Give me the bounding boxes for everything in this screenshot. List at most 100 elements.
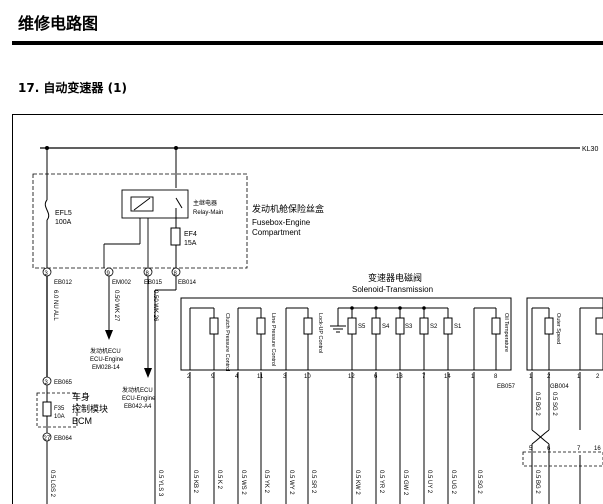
oil-temperature-sensor: Oil Temperature [473,307,509,370]
ecu1-cn: 发动机ECU [90,347,121,355]
svg-text:0.5 UY 2: 0.5 UY 2 [426,470,432,494]
fusebox-boundary [32,173,248,269]
sensor-boundary [526,297,603,371]
svg-text:0.5 GW 2: 0.5 GW 2 [402,470,408,496]
svg-text:Line Pressure Control: Line Pressure Control [270,313,276,366]
svg-text:1: 1 [577,374,581,380]
svg-text:3: 3 [45,271,49,277]
shift-solenoid: S1 [443,308,462,370]
ecu1-code: EM028-14 [92,365,120,371]
connector-label: EB012 [54,280,73,286]
wire-label: 0.5 BG 2 [534,392,540,416]
line-pressure-solenoid: Line Pressure Control [237,307,276,370]
svg-text:9: 9 [211,374,215,380]
clutch-pressure-solenoid: Clutch Pressure Control [189,307,230,371]
svg-text:1: 1 [471,374,475,380]
svg-text:3: 3 [283,374,287,380]
connector-label: EB015 [144,280,163,286]
pin-marker: 3 [42,376,52,386]
solenoid-title-en: Solenoid-Transmission [352,285,433,294]
shift-solenoid: S5 [347,306,366,370]
svg-text:2: 2 [187,374,191,380]
pin-marker: 9 [104,267,114,277]
connector-label: EB065 [54,380,73,386]
bcm-name-cn1: 车身 [72,391,90,402]
svg-text:0.5 WS 2: 0.5 WS 2 [240,470,246,495]
twisted-pair [531,429,550,455]
wire-bundle [189,372,581,504]
relay-boundary [121,189,189,219]
svg-text:Outer Speed: Outer Speed [555,313,561,344]
bcm-fuse-rating: 10A [54,414,65,420]
svg-text:0.5 YK 2: 0.5 YK 2 [263,470,269,494]
pin-label: 6 [547,446,551,452]
bcm-boundary [36,392,78,428]
svg-text:0.5 BG 2: 0.5 BG 2 [534,470,540,494]
shift-solenoid: S2 [419,306,438,370]
solenoid-title-cn: 变速器电磁阀 [368,272,422,283]
relay-label-en: Relay-Main [193,210,223,216]
svg-text:8: 8 [146,271,150,277]
svg-text:0.5 SR 2: 0.5 SR 2 [310,470,316,494]
pin-row: 2 9 4 11 3 10 12 6 13 7 14 1 8 1 2 1 2 [187,374,600,380]
fusebox-name-en2: Compartment [252,228,301,237]
svg-text:S2: S2 [430,324,438,330]
svg-text:0.5 SG 2: 0.5 SG 2 [476,470,482,494]
connector-label: EB014 [178,280,197,286]
wire-label: 6.0 NU ALL [52,290,58,321]
shift-solenoid: S3 [395,306,413,370]
ground-icon [330,308,346,333]
svg-text:0.5 UG 2: 0.5 UG 2 [450,470,456,495]
pin-marker: 8 [143,267,153,277]
relay-label-cn: 主继电器 [193,199,217,207]
header-rule [12,41,603,45]
svg-text:S1: S1 [454,324,462,330]
svg-text:0.5 KW 2: 0.5 KW 2 [354,470,360,495]
ef4-fuse [170,227,181,246]
svg-text:0.5 LGS 2: 0.5 LGS 2 [49,470,55,498]
svg-text:1: 1 [529,374,533,380]
ef4-rating: 15A [184,240,197,247]
svg-text:S3: S3 [405,324,413,330]
ecu2-en: ECU-Engine [122,396,156,402]
connector-label: EB064 [54,436,73,442]
svg-text:Clutch Pressure Control: Clutch Pressure Control [224,313,230,371]
ecu1-en: ECU-Engine [90,357,124,363]
pin-marker: 8 [171,267,181,277]
fusebox-name-en1: Fusebox-Engine [252,218,311,227]
svg-text:0.5 YLS 3: 0.5 YLS 3 [157,470,163,497]
connector-boundary [522,451,603,467]
arrow-to-ecu [105,330,113,340]
pin-label: 7 [577,446,581,452]
svg-text:11: 11 [257,374,264,380]
svg-text:S4: S4 [382,324,390,330]
svg-text:0.5 YR 2: 0.5 YR 2 [378,470,384,494]
svg-text:Oil Temperature: Oil Temperature [503,313,509,352]
arrow-to-ecu [144,368,152,378]
wire-label: 0.5 SG 2 [551,392,557,416]
pin-marker: 27 [42,432,52,442]
svg-text:0.5 WY 2: 0.5 WY 2 [288,470,294,495]
diagram-frame [12,114,603,504]
bcm-name-cn2: 控制模块 [72,403,108,414]
connector-label: EB057 [497,384,516,390]
page-title: 维修电路图 [18,14,99,33]
wire-label: 0.50 WK 27 [113,290,119,322]
shift-solenoid: S4 [371,306,390,370]
section-title: 17. 自动变速器 (1) [18,81,127,95]
svg-text:0.5 K 2: 0.5 K 2 [216,470,222,490]
pin-label: 5 [529,446,533,452]
svg-text:9: 9 [107,271,111,277]
bottom-wire-labels: 0.5 LGS 2 0.5 YLS 3 0.5 KB 2 0.5 K 2 0.5… [49,470,540,498]
relay-coil [130,196,154,212]
efl5-label: EFL5 [55,210,72,217]
svg-text:8: 8 [174,271,178,277]
connector-label: GB004 [550,384,569,390]
svg-text:S5: S5 [358,324,366,330]
svg-text:2: 2 [596,374,600,380]
power-line-label: KL30 [582,146,598,153]
fuse-symbol [44,199,50,221]
solenoid-boundary [180,297,512,371]
svg-text:0.5 KB 2: 0.5 KB 2 [192,470,198,494]
